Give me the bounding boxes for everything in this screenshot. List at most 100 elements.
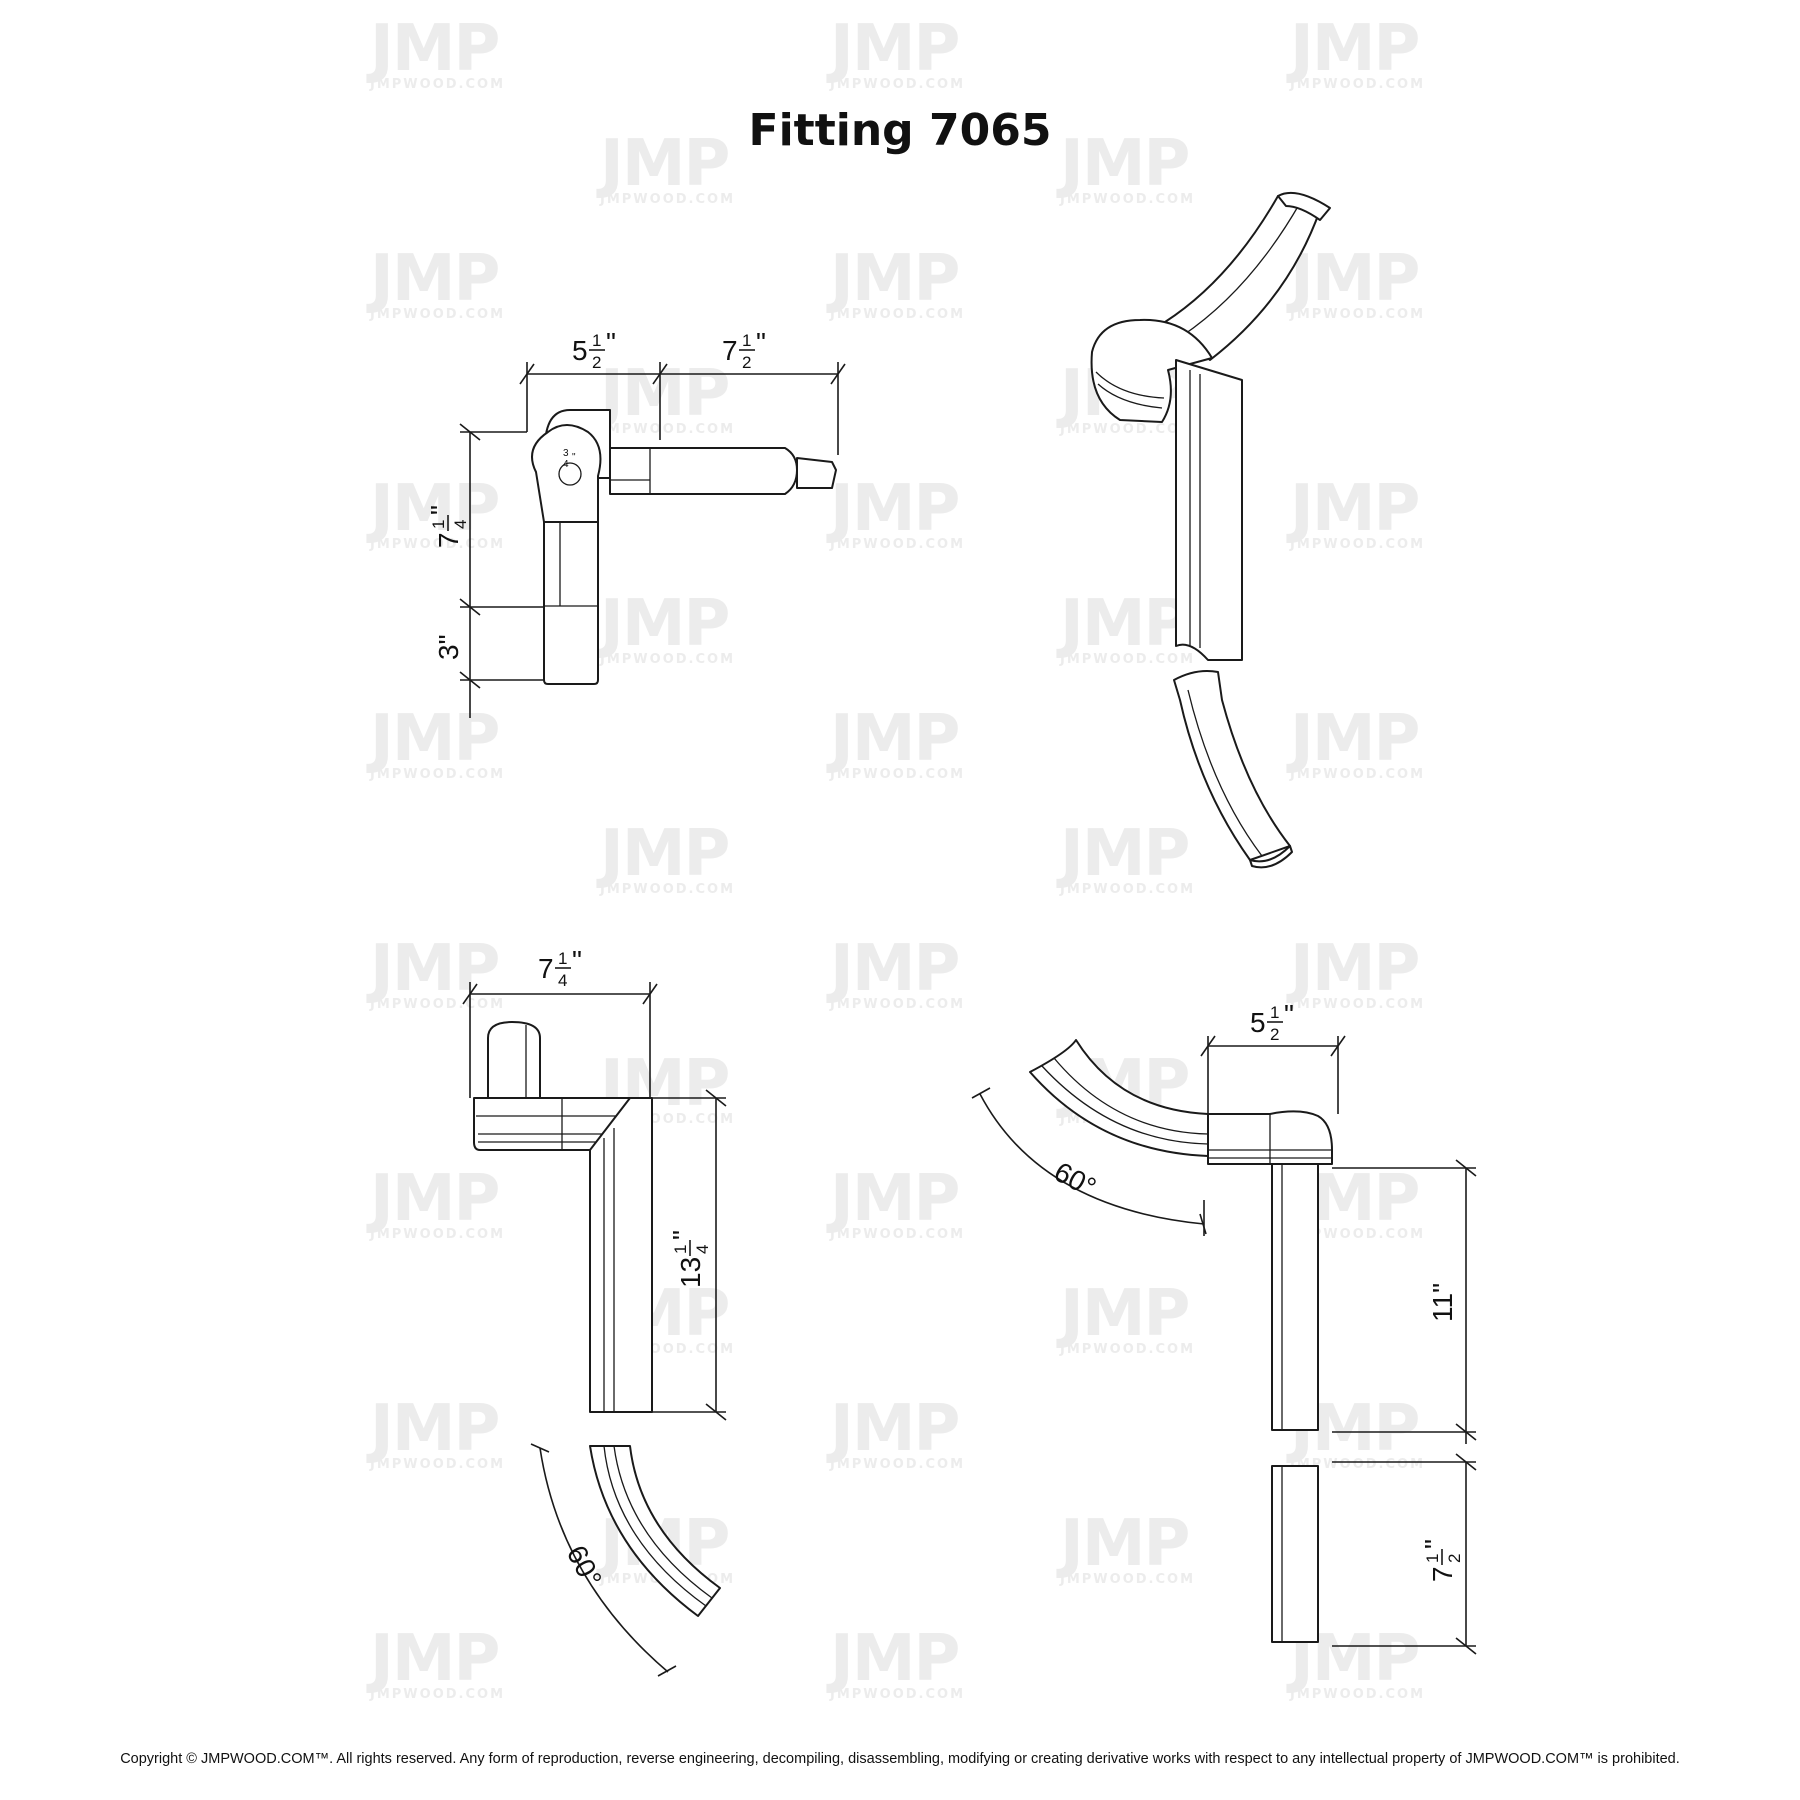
watermark-url: JMPWOOD.COM xyxy=(829,537,965,552)
side-left-dim-width-unit: " xyxy=(572,945,582,976)
top-dim-tick-2 xyxy=(652,363,668,385)
side-left-dim-width-whole: 7 xyxy=(538,953,554,984)
watermark-logo: JMP xyxy=(596,357,729,431)
top-dim-c-label: 7 1 4 " xyxy=(425,505,470,548)
iso-curved-rail-bottom xyxy=(1173,670,1291,861)
top-dim-a-whole: 5 xyxy=(572,335,588,366)
side-view-left: 7 1 4 " 13 1 4 " 60° xyxy=(462,945,727,1677)
top-dim-a-den: 2 xyxy=(592,353,601,372)
watermark-logo: JMP xyxy=(1056,587,1189,661)
side-left-dim-tick-1 xyxy=(462,983,478,1005)
watermark-url: JMPWOOD.COM xyxy=(829,997,965,1012)
side-left-dim-tick-3 xyxy=(705,1089,727,1107)
top-dim-hole-den: 4 xyxy=(563,459,569,470)
watermark-url: JMPWOOD.COM xyxy=(829,77,965,92)
top-dim-hole-unit: " xyxy=(572,452,576,463)
watermark-logo: JMP xyxy=(1286,702,1419,776)
iso-vertical-edge-3 xyxy=(1175,359,1223,375)
top-dim-b-den: 2 xyxy=(742,353,751,372)
watermark-logo: JMP xyxy=(1056,817,1189,891)
watermark-layer: JMPJMPWOOD.COMJMPJMPWOOD.COMJMPJMPWOOD.C… xyxy=(366,12,1425,1702)
watermark-url: JMPWOOD.COM xyxy=(829,307,965,322)
watermark-logo: JMP xyxy=(1056,1507,1189,1581)
watermark-logo: JMP xyxy=(596,127,729,201)
side-right-dim-lower-label: 7 1 2 " xyxy=(1419,1539,1464,1582)
side-right-curved-edge-2 xyxy=(1053,1057,1209,1135)
watermark-logo: JMP xyxy=(366,242,499,316)
top-dim-tick-3 xyxy=(830,363,846,385)
top-dim-tick-1 xyxy=(519,363,535,385)
watermark-logo: JMP xyxy=(826,1392,959,1466)
top-dim-c-whole: 7 xyxy=(433,532,464,548)
side-left-post xyxy=(487,1021,541,1099)
watermark-logo: JMP xyxy=(826,1162,959,1236)
side-left-rail-curved-edge-1 xyxy=(603,1445,707,1607)
watermark-url: JMPWOOD.COM xyxy=(1289,1687,1425,1702)
side-left-dim-height-num: 1 xyxy=(671,1245,690,1254)
side-left-angle-tick-2 xyxy=(657,1665,677,1677)
side-right-dim-tick-1 xyxy=(1200,1035,1216,1057)
watermark-logo: JMP xyxy=(826,242,959,316)
side-right-angle-tick-1 xyxy=(971,1087,991,1099)
watermark-logo: JMP xyxy=(826,1622,959,1696)
watermark-url: JMPWOOD.COM xyxy=(1289,77,1425,92)
watermark-url: JMPWOOD.COM xyxy=(1059,652,1195,667)
side-right-dim-tick-6 xyxy=(1455,1637,1477,1655)
side-left-dim-height-label: 13 1 4 " xyxy=(667,1230,712,1288)
watermark-url: JMPWOOD.COM xyxy=(1059,422,1195,437)
watermark-logo: JMP xyxy=(1056,1277,1189,1351)
copyright-notice: Copyright © JMPWOOD.COM™. All rights res… xyxy=(120,1751,1680,1767)
top-view: 5 1 2 " 7 1 2 " 7 1 4 " 3" 3 4 " xyxy=(425,327,846,718)
watermark-logo: JMP xyxy=(826,472,959,546)
iso-curved-rail-bottom-edge xyxy=(1187,689,1263,857)
side-right-dim-tick-2 xyxy=(1330,1035,1346,1057)
watermark-url: JMPWOOD.COM xyxy=(599,882,735,897)
watermark-url: JMPWOOD.COM xyxy=(1289,1457,1425,1472)
side-left-cap xyxy=(473,1097,631,1151)
watermark-url: JMPWOOD.COM xyxy=(369,77,505,92)
side-right-dim-width-unit: " xyxy=(1284,999,1294,1030)
iso-curved-rail-bottom-end xyxy=(1249,845,1293,869)
side-right-dim-lower-den: 2 xyxy=(1445,1554,1464,1563)
side-left-angle-arc xyxy=(539,1447,669,1673)
watermark-url: JMPWOOD.COM xyxy=(1059,1342,1195,1357)
watermark-logo: JMP xyxy=(366,1392,499,1466)
page-title: Fitting 7065 xyxy=(748,105,1052,156)
watermark-url: JMPWOOD.COM xyxy=(1289,767,1425,782)
watermark-logo: JMP xyxy=(366,1162,499,1236)
watermark-url: JMPWOOD.COM xyxy=(1289,537,1425,552)
iso-vertical-rail xyxy=(1175,359,1243,661)
watermark-url: JMPWOOD.COM xyxy=(369,767,505,782)
watermark-logo: JMP xyxy=(826,702,959,776)
watermark-url: JMPWOOD.COM xyxy=(1289,307,1425,322)
side-right-dim-lower-whole: 7 xyxy=(1427,1566,1458,1582)
side-left-dim-width-num: 1 xyxy=(558,949,567,968)
watermark-url: JMPWOOD.COM xyxy=(1059,1572,1195,1587)
top-dim-c-den: 4 xyxy=(451,520,470,529)
watermark-url: JMPWOOD.COM xyxy=(369,1687,505,1702)
side-right-dim-height-label: 11" xyxy=(1427,1283,1458,1322)
watermark-logo: JMP xyxy=(826,932,959,1006)
top-view-elbow xyxy=(531,424,602,523)
watermark-logo: JMP xyxy=(1286,932,1419,1006)
side-right-dim-width-num: 1 xyxy=(1270,1003,1279,1022)
top-view-rail-down xyxy=(543,521,599,685)
top-view-hole xyxy=(558,462,582,486)
side-right-rail-upper xyxy=(1271,1163,1319,1431)
watermark-url: JMPWOOD.COM xyxy=(829,1457,965,1472)
side-view-right: 5 1 2 " 11" 7 1 2 " 60° xyxy=(971,999,1477,1655)
watermark-logo: JMP xyxy=(596,817,729,891)
watermark-url: JMPWOOD.COM xyxy=(369,1227,505,1242)
watermark-logo: JMP xyxy=(1286,472,1419,546)
iso-curved-rail-top-end xyxy=(1277,192,1331,221)
side-left-angle-tick-1 xyxy=(530,1443,550,1453)
watermark-logo: JMP xyxy=(1286,242,1419,316)
watermark-url: JMPWOOD.COM xyxy=(1289,997,1425,1012)
watermark-url: JMPWOOD.COM xyxy=(369,1457,505,1472)
top-dim-tick-5 xyxy=(459,598,481,616)
iso-view xyxy=(1090,192,1331,869)
side-right-angle-label: 60° xyxy=(1049,1156,1101,1203)
top-dim-c-unit: " xyxy=(425,505,456,515)
top-dim-hole-num: 3 xyxy=(563,448,569,459)
watermark-logo: JMP xyxy=(366,702,499,776)
